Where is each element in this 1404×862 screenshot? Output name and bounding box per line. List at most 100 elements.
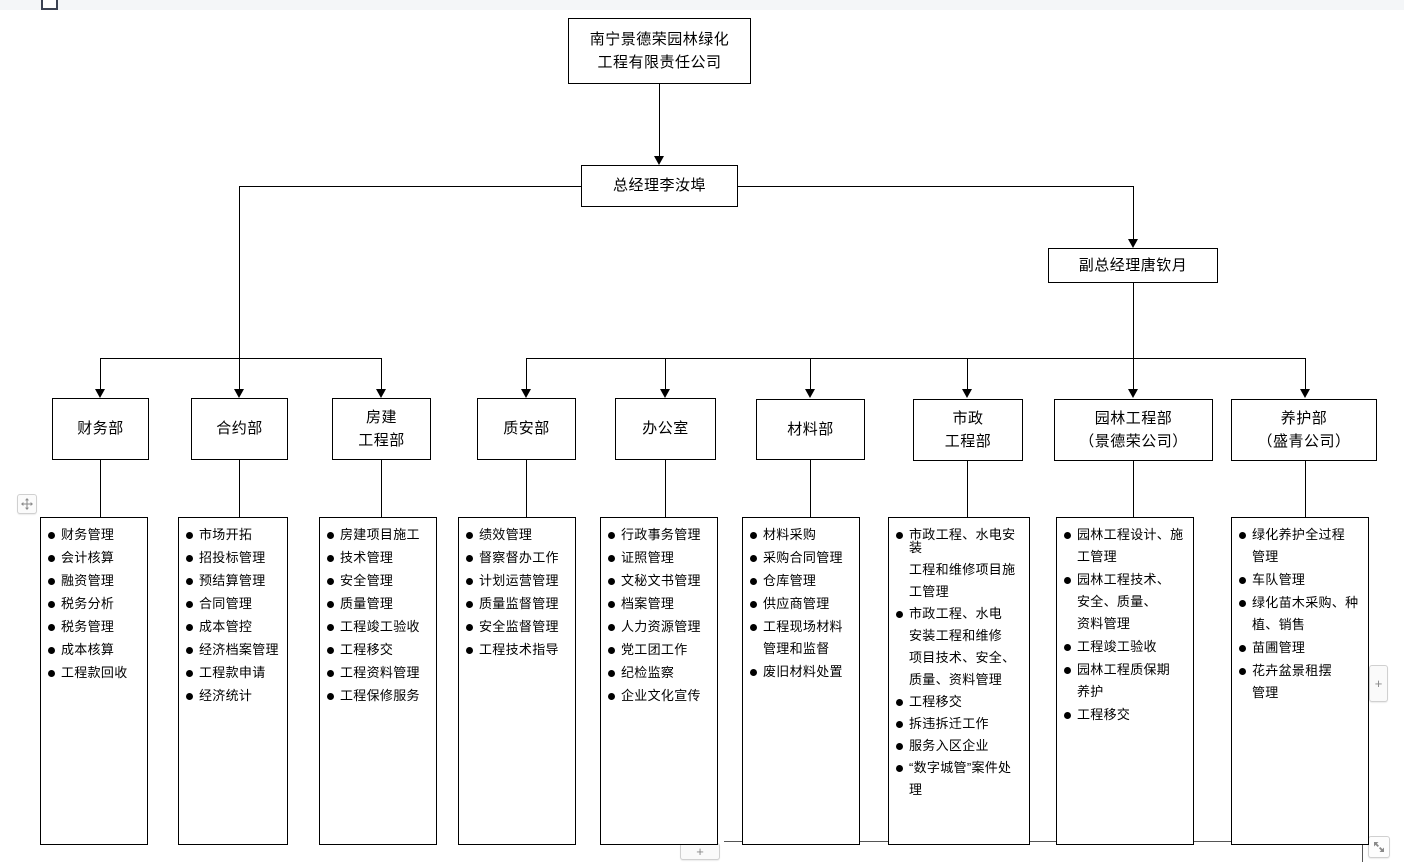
duty-item: 成本管控 (186, 620, 281, 633)
dept-title-contract: 合约部 (216, 420, 263, 438)
duty-list-materials[interactable]: 材料采购采购合同管理仓库管理供应商管理工程现场材料管理和监督废旧材料处置 (742, 517, 860, 845)
dept-box-contract[interactable]: 合约部 (191, 398, 288, 460)
duty-item-continuation: 理 (909, 782, 923, 797)
duty-item-continuation: 工程和维修项目施 (909, 562, 1016, 577)
arrow-dept-maintenance (1300, 389, 1310, 398)
dept-box-quality-safety[interactable]: 质安部 (477, 398, 576, 460)
canvas-drag-handle[interactable] (41, 0, 58, 10)
duty-list-housing-engineering[interactable]: 房建项目施工技术管理安全管理质量管理工程竣工验收工程移交工程资料管理工程保修服务 (319, 517, 437, 845)
canvas-top-strip (0, 0, 1404, 10)
dept-title-landscape-line-2: （景德荣公司） (1079, 433, 1188, 450)
duty-item: 人力资源管理 (608, 620, 711, 633)
duty-items-materials: 材料采购采购合同管理仓库管理供应商管理工程现场材料管理和监督废旧材料处置 (750, 528, 853, 678)
duty-item: 质量管理 (327, 597, 430, 610)
drop-dept-materials (810, 358, 811, 391)
duty-item-continuation: 工管理 (909, 584, 949, 599)
duty-item: 工程移交 (1064, 708, 1187, 721)
duty-list-contract[interactable]: 市场开拓招投标管理预结算管理合同管理成本管控经济档案管理工程款申请经济统计 (178, 517, 288, 845)
stem-materials (810, 460, 811, 517)
dept-box-office[interactable]: 办公室 (615, 398, 716, 460)
connector-company-to-gm (659, 84, 660, 156)
connector-deputy-drop (1133, 283, 1134, 358)
duty-item: 工程款回收 (48, 666, 141, 679)
stem-quality (526, 460, 527, 517)
dept-box-landscape-engineering[interactable]: 园林工程部 （景德荣公司） (1054, 399, 1213, 461)
arrow-dept-housing (376, 389, 386, 398)
duty-item: 计划运营管理 (466, 574, 569, 587)
duty-item: 采购合同管理 (750, 551, 853, 564)
duty-item: 工程资料管理 (327, 666, 430, 679)
duty-item: 仓库管理 (750, 574, 853, 587)
duty-list-maintenance[interactable]: 绿化养护全过程管理车队管理绿化苗木采购、种植、销售苗圃管理花卉盆景租摆管理 (1231, 517, 1369, 845)
duty-item: 预结算管理 (186, 574, 281, 587)
dept-box-materials[interactable]: 材料部 (756, 399, 865, 460)
duty-list-municipal-engineering[interactable]: 市政工程、水电安装工程和维修项目施工管理市政工程、水电安装工程和维修项目技术、安… (888, 517, 1030, 845)
arrow-dept-municipal (962, 389, 972, 398)
duty-item: 花卉盆景租摆管理 (1239, 664, 1362, 699)
duty-item: 市场开拓 (186, 528, 281, 541)
duty-item: 文秘文书管理 (608, 574, 711, 587)
dept-box-finance[interactable]: 财务部 (52, 398, 149, 460)
duty-list-landscape-engineering[interactable]: 园林工程设计、施工管理园林工程技术、安全、质量、资料管理工程竣工验收园林工程质保… (1056, 517, 1194, 845)
duty-item: 工程移交 (896, 695, 1023, 708)
company-title-line-1: 南宁景德荣园林绿化 (589, 30, 730, 48)
dept-title-quality-safety: 质安部 (503, 420, 550, 438)
duty-item: 废旧材料处置 (750, 665, 853, 678)
stem-municipal (967, 461, 968, 517)
duty-item: 企业文化宣传 (608, 689, 711, 702)
duty-item-continuation: 管理和监督 (763, 641, 830, 656)
duty-item: 税务分析 (48, 597, 141, 610)
stem-office (665, 460, 666, 517)
duty-item: 档案管理 (608, 597, 711, 610)
duty-item: 会计核算 (48, 551, 141, 564)
duty-item: 工程保修服务 (327, 689, 430, 702)
deputy-manager-node[interactable]: 副总经理唐钦月 (1048, 248, 1218, 283)
arrow-dept-landscape (1128, 389, 1138, 398)
duty-item: 纪检监察 (608, 666, 711, 679)
duty-item: 党工团工作 (608, 643, 711, 656)
duty-item: 绿化养护全过程管理 (1239, 528, 1362, 563)
duty-item: 税务管理 (48, 620, 141, 633)
dept-title-maintenance-line-2: （盛青公司） (1257, 433, 1351, 450)
drop-dept-landscape (1133, 358, 1134, 391)
duty-item-continuation: 养护 (1077, 684, 1104, 699)
duty-item: 绿化苗木采购、种植、销售 (1239, 596, 1362, 631)
duty-item: 财务管理 (48, 528, 141, 541)
dept-box-housing-engineering[interactable]: 房建 工程部 (332, 398, 431, 460)
duty-item: 拆违拆迁工作 (896, 717, 1023, 730)
duty-item-continuation: 资料管理 (1077, 616, 1131, 631)
company-node[interactable]: 南宁景德荣园林绿化 工程有限责任公司 (568, 18, 751, 84)
duty-items-quality: 绩效管理督察督办工作计划运营管理质量监督管理安全监督管理工程技术指导 (466, 528, 569, 656)
resize-diagonal-icon[interactable] (1368, 836, 1390, 858)
duty-items-maintenance: 绿化养护全过程管理车队管理绿化苗木采购、种植、销售苗圃管理花卉盆景租摆管理 (1239, 528, 1362, 699)
duty-item: 市政工程、水电安装工程和维修项目技术、安全、质量、资料管理 (896, 607, 1023, 686)
duty-item: 园林工程设计、施工管理 (1064, 528, 1187, 563)
bus-left-group (100, 358, 382, 359)
duty-item: 工程移交 (327, 643, 430, 656)
dept-box-maintenance[interactable]: 养护部 （盛青公司） (1231, 399, 1377, 461)
duty-item: 园林工程技术、安全、质量、资料管理 (1064, 573, 1187, 630)
dept-box-municipal-engineering[interactable]: 市政 工程部 (913, 399, 1023, 461)
duty-list-finance[interactable]: 财务管理会计核算融资管理税务分析税务管理成本核算工程款回收 (40, 517, 148, 845)
duty-item: 服务入区企业 (896, 739, 1023, 752)
duty-item: 工程技术指导 (466, 643, 569, 656)
add-row-button[interactable]: + (680, 843, 720, 860)
connector-gm-left-drop (239, 186, 240, 358)
canvas-bottom-rule (724, 841, 1364, 842)
duty-item: 绩效管理 (466, 528, 569, 541)
deputy-manager-label: 副总经理唐钦月 (1078, 256, 1188, 274)
dept-title-municipal-line-1: 市政 (952, 409, 984, 427)
add-column-button[interactable]: + (1369, 665, 1388, 702)
duty-item: 成本核算 (48, 643, 141, 656)
duty-item: 质量监督管理 (466, 597, 569, 610)
duty-list-office[interactable]: 行政事务管理证照管理文秘文书管理档案管理人力资源管理党工团工作纪检监察企业文化宣… (600, 517, 718, 845)
duty-item-continuation: 质量、资料管理 (909, 672, 1003, 687)
general-manager-node[interactable]: 总经理李汝埠 (581, 165, 738, 207)
duty-item: “数字城管”案件处理 (896, 761, 1023, 796)
duty-item: 招投标管理 (186, 551, 281, 564)
drop-dept-quality (526, 358, 527, 391)
duty-list-quality-safety[interactable]: 绩效管理督察督办工作计划运营管理质量监督管理安全监督管理工程技术指导 (458, 517, 576, 845)
move-handle-icon[interactable] (17, 494, 37, 514)
arrow-gm-to-deputy (1128, 239, 1138, 248)
duty-item: 经济统计 (186, 689, 281, 702)
